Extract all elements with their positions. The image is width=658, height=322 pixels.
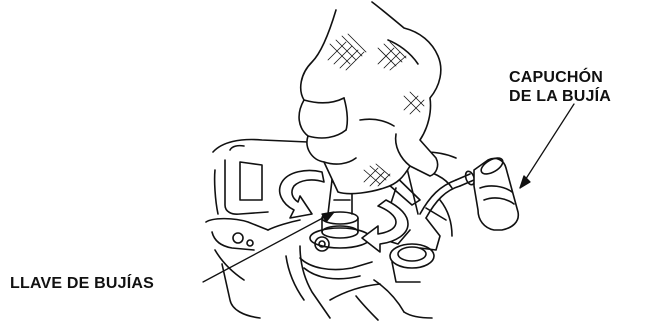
spark-plug-cap-label: CAPUCHÓN DE LA BUJÍA — [509, 68, 611, 106]
spark-plug-cap — [390, 155, 518, 282]
cap-leader-line — [520, 104, 574, 188]
gloved-hand — [299, 2, 441, 194]
cap-label-line-1: CAPUCHÓN — [509, 68, 611, 87]
cap-label-line-2: DE LA BUJÍA — [509, 87, 611, 106]
spark-plug-wrench-label: LLAVE DE BUJÍAS — [10, 274, 154, 293]
wrench-leader-line — [203, 212, 334, 282]
